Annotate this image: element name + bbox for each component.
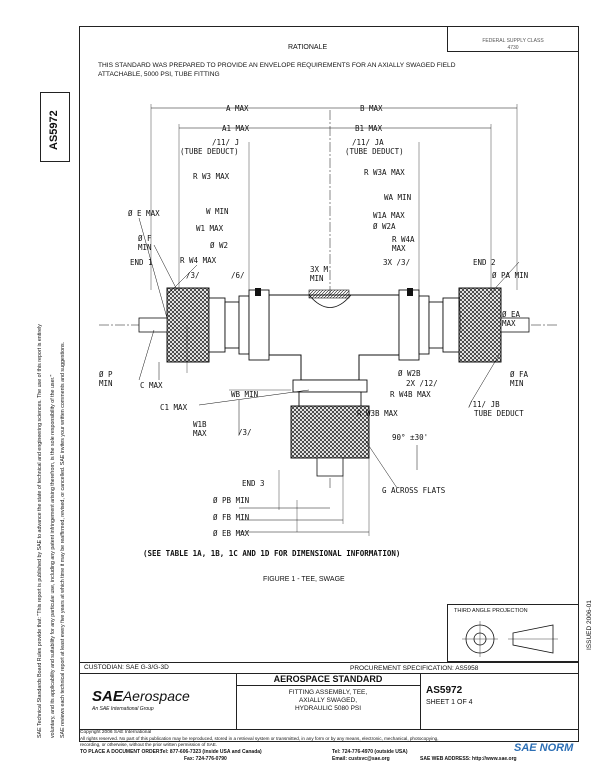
dim-ja: /11/ JA	[352, 138, 384, 147]
order-label: TO PLACE A DOCUMENT ORDER:	[80, 749, 162, 755]
sheet-number: SHEET 1 OF 4	[426, 699, 473, 706]
dim-rw3a: R W3A MAX	[364, 168, 405, 177]
document-title-1: FITTING ASSEMBLY, TEE,	[288, 689, 368, 696]
copyright: Copyright 2006 SAE International	[80, 730, 152, 735]
dim-p-min: Ø P MIN	[99, 370, 113, 388]
sae-aerospace-logo: SAEAerospace An SAE International Group	[92, 688, 190, 712]
dim-c1-max: C1 MAX	[160, 403, 188, 412]
dim-w2a: Ø W2A	[373, 222, 396, 231]
dim-w1b-max: W1B MAX	[193, 420, 207, 438]
email: Email: custsvc@sae.org	[332, 756, 390, 762]
note-2x-12: 2X /12/	[406, 379, 438, 388]
dim-w-min: W MIN	[206, 207, 229, 216]
note-6: /6/	[231, 271, 245, 280]
dim-jb-tube: TUBE DEDUCT	[474, 409, 524, 418]
dim-rw4b: R W4B MAX	[390, 390, 431, 399]
dim-angle: 90° ±30'	[392, 433, 429, 442]
dim-a1-max: A1 MAX	[222, 124, 250, 133]
note-3b: /3/	[238, 428, 252, 437]
dim-3x-m-min: 3X M MIN	[310, 265, 329, 283]
g-across-flats: G ACROSS FLATS	[382, 486, 446, 495]
end-2-label: END 2	[473, 258, 496, 267]
logo-aerospace: Aerospace	[122, 688, 190, 704]
dim-rw3b: R W3B MAX	[357, 409, 398, 418]
side-standard-id: AS5972	[48, 110, 60, 150]
rationale-text-1: THIS STANDARD WAS PREPARED TO PROVIDE AN…	[98, 62, 456, 69]
dim-rw4a: R W4A MAX	[392, 235, 415, 253]
standard-label: AEROSPACE STANDARD	[273, 674, 383, 684]
document-title-3: HYDRAULIC 5080 PSI	[294, 705, 362, 712]
dim-jb: /11/ JB	[468, 400, 500, 409]
web-address: SAE WEB ADDRESS: http://www.sae.org	[420, 756, 517, 762]
issued-date: ISSUED 2006-01	[586, 600, 593, 650]
dim-pb-min: Ø PB MIN	[213, 496, 250, 505]
tel-outside: Tel: 724-776-4970 (outside USA)	[332, 749, 408, 755]
document-number: AS5972	[426, 685, 463, 696]
dim-eb-max: Ø EB MAX	[213, 529, 250, 538]
dim-f-min: Ø F MIN	[138, 234, 152, 252]
dim-ea-max: Ø EA MAX	[502, 310, 521, 328]
dim-j-tube: (TUBE DEDUCT)	[180, 147, 239, 156]
rights-line-2: recording, or otherwise, without the pri…	[80, 742, 218, 747]
side-notice-line-1: SAE Technical Standards Board Rules prov…	[37, 324, 43, 738]
dim-w1a-max: W1A MAX	[373, 211, 405, 220]
note-3: /3/	[186, 271, 200, 280]
procurement-specification: PROCUREMENT SPECIFICATION: AS5958	[350, 665, 479, 672]
dim-ja-tube: (TUBE DEDUCT)	[345, 147, 404, 156]
title-block: CUSTODIAN: SAE G-3/G-3D PROCUREMENT SPEC…	[79, 662, 579, 730]
fax: Fax: 724-776-0790	[184, 756, 227, 762]
custodian: CUSTODIAN: SAE G-3/G-3D	[84, 664, 169, 671]
rationale-label: RATIONALE	[288, 44, 328, 51]
left-margin: AS5972 SAE Technical Standards Board Rul…	[0, 0, 79, 776]
projection-label: THIRD ANGLE PROJECTION	[454, 608, 528, 614]
dim-pa-min: Ø PA MIN	[492, 271, 529, 280]
projection-box: THIRD ANGLE PROJECTION	[447, 604, 579, 662]
dim-rw4: R W4 MAX	[180, 256, 217, 265]
dim-a-max: A MAX	[226, 104, 249, 113]
document-title-2: AXIALLY SWAGED,	[298, 697, 358, 704]
dim-e-max: Ø E MAX	[128, 209, 160, 218]
rights-line-1: All rights reserved. No part of this pub…	[80, 736, 439, 741]
sae-norm-watermark: SAE NORM	[514, 742, 574, 754]
dim-w1-max: W1 MAX	[196, 224, 224, 233]
end-1-label: END 1	[130, 258, 153, 267]
figure-caption: FIGURE 1 - TEE, SWAGE	[263, 576, 345, 583]
revision-box: FEDERAL SUPPLY CLASS 4730	[447, 26, 579, 52]
projection-symbol-icon	[462, 621, 558, 657]
end-3-label: END 3	[242, 479, 265, 488]
revision-box-text: FEDERAL SUPPLY CLASS 4730	[482, 38, 544, 51]
dim-fb-min: Ø FB MIN	[213, 513, 250, 522]
dim-rw3: R W3 MAX	[193, 172, 230, 181]
dim-c-max: C MAX	[140, 381, 163, 390]
dim-b-max: B MAX	[360, 104, 383, 113]
rationale-text-2: ATTACHABLE, 5000 PSI, TUBE FITTING	[98, 71, 220, 78]
logo-sub: An SAE International Group	[92, 706, 154, 712]
logo-sae: SAE	[92, 688, 123, 705]
dim-fa-min: Ø FA MIN	[510, 370, 529, 388]
drawing-frame	[79, 26, 579, 742]
side-notice-line-3: SAE reviews each technical report at lea…	[60, 341, 66, 738]
side-standard-box	[40, 92, 70, 162]
dim-wb-min: WB MIN	[231, 390, 259, 399]
dim-b1-max: B1 MAX	[355, 124, 383, 133]
tee-fitting-drawing	[99, 104, 559, 536]
side-notice-line-2: voluntary, and its applicability and sui…	[50, 374, 56, 738]
dim-w2b: Ø W2B	[398, 369, 421, 378]
dim-wa-min: WA MIN	[384, 193, 412, 202]
tel-inside: Tel: 877-606-7323 (inside USA and Canada…	[160, 749, 262, 755]
dim-w2: Ø W2	[210, 241, 229, 250]
dim-j: /11/ J	[212, 138, 240, 147]
dim-3x-note: 3X /3/	[383, 258, 411, 267]
see-table-note: (SEE TABLE 1A, 1B, 1C AND 1D FOR DIMENSI…	[143, 549, 401, 558]
